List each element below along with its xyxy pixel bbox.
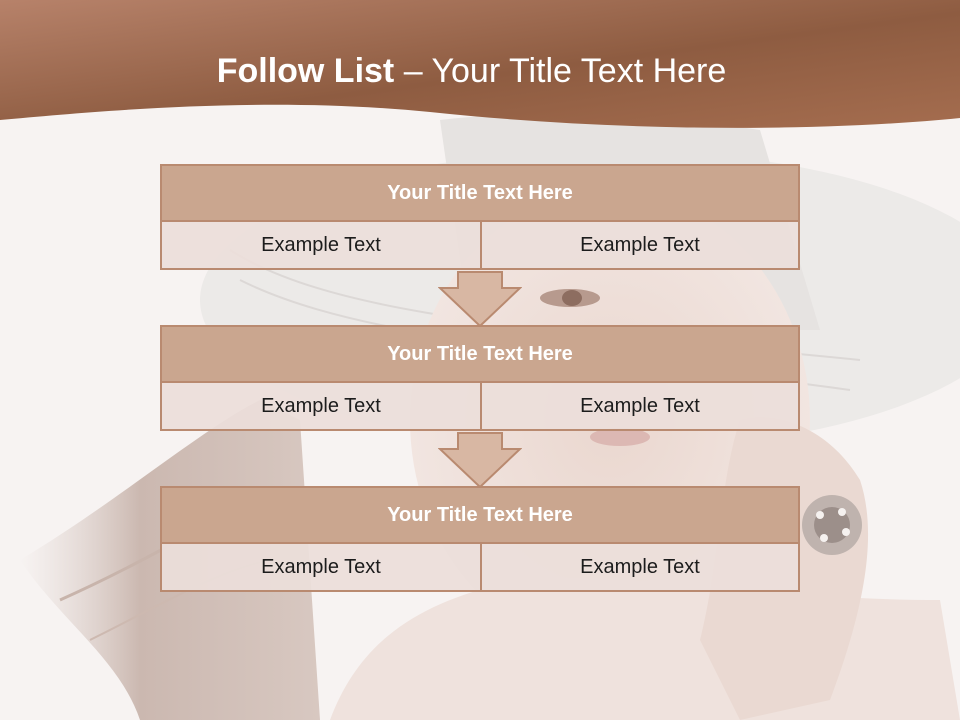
- step-right-text: Example Text: [482, 383, 798, 429]
- down-arrow-icon: [438, 271, 522, 328]
- step-left-text: Example Text: [162, 222, 482, 268]
- step-box-2: Your Title Text Here Example Text Exampl…: [160, 325, 800, 431]
- step-right-text: Example Text: [482, 222, 798, 268]
- step-box-3: Your Title Text Here Example Text Exampl…: [160, 486, 800, 592]
- slide-title-rest: – Your Title Text Here: [394, 52, 727, 90]
- slide-title: Follow List – Your Title Text Here: [0, 52, 943, 91]
- header-band: [0, 0, 960, 128]
- step-title: Your Title Text Here: [162, 327, 798, 383]
- slide-title-bold: Follow List: [216, 52, 395, 90]
- step-left-text: Example Text: [162, 544, 482, 590]
- down-arrow-icon: [438, 432, 522, 489]
- step-box-1: Your Title Text Here Example Text Exampl…: [160, 164, 800, 270]
- step-title: Your Title Text Here: [162, 166, 798, 222]
- step-title: Your Title Text Here: [162, 488, 798, 544]
- step-right-text: Example Text: [482, 544, 798, 590]
- step-left-text: Example Text: [162, 383, 482, 429]
